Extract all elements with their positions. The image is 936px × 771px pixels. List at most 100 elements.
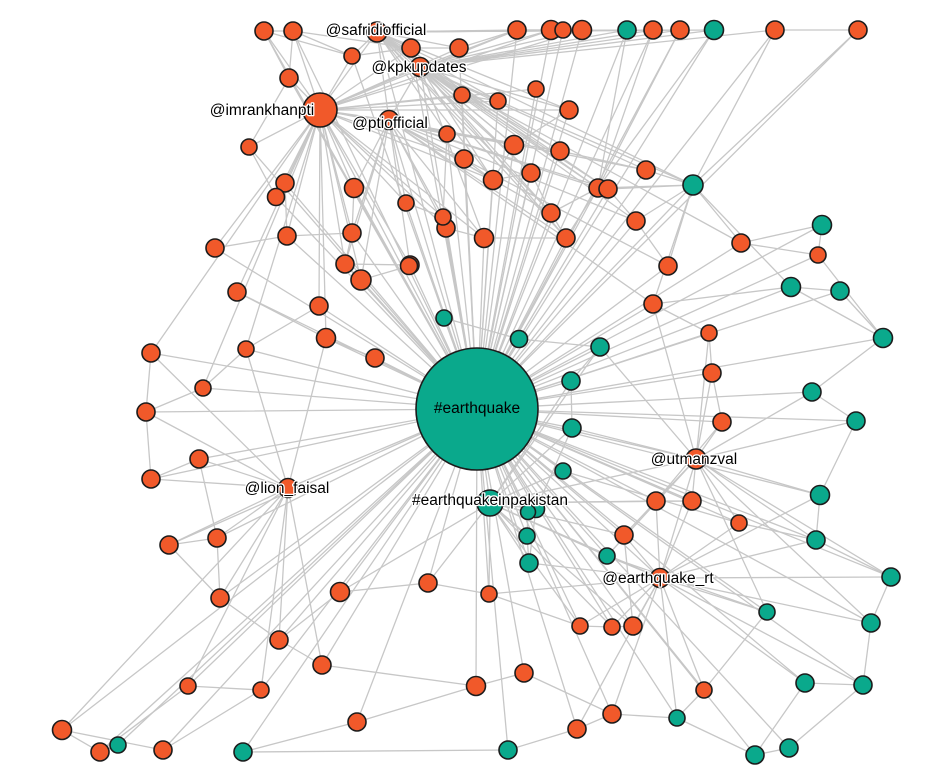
graph-node[interactable] [453,86,471,104]
graph-node[interactable] [541,203,561,223]
graph-node[interactable] [765,20,785,40]
graph-node[interactable] [614,525,634,545]
graph-node[interactable] [252,681,270,699]
graph-node[interactable] [335,254,355,274]
graph-node[interactable] [730,514,748,532]
graph-node[interactable] [527,80,545,98]
graph-node[interactable] [498,740,518,760]
graph-node[interactable] [853,675,873,695]
graph-node[interactable] [51,719,73,741]
graph-node[interactable] [590,337,610,357]
graph-node[interactable] [518,527,536,545]
graph-node[interactable] [503,134,525,156]
graph-node[interactable] [509,329,529,349]
graph-node[interactable] [830,281,850,301]
graph-node[interactable] [603,618,621,636]
graph-node[interactable] [90,742,110,762]
graph-node[interactable] [602,704,622,724]
graph-node[interactable] [643,294,663,314]
graph-node[interactable] [646,491,666,511]
graph-node[interactable] [567,719,587,739]
graph-node[interactable] [254,21,274,41]
graph-node[interactable] [266,187,286,207]
graph-node[interactable] [758,603,776,621]
graph-node[interactable] [194,379,212,397]
graph-node[interactable] [700,324,718,342]
graph-node[interactable] [480,585,498,603]
graph-node[interactable] [205,238,225,258]
graph-node[interactable] [712,412,732,432]
graph-node[interactable] [153,740,173,760]
graph-node[interactable] [561,371,581,391]
graph-node[interactable] [550,141,570,161]
graph-node[interactable] [109,736,127,754]
graph-node[interactable] [312,655,332,675]
graph-node[interactable] [703,19,725,41]
graph-node[interactable] [365,348,385,368]
graph-node[interactable] [682,491,702,511]
graph-node[interactable] [811,214,833,236]
graph-node-utmanzval[interactable] [685,448,707,470]
graph-node[interactable] [626,211,646,231]
graph-node-earthquakert[interactable] [649,567,671,589]
graph-node[interactable] [806,530,826,550]
graph-node[interactable] [309,296,329,316]
graph-node[interactable] [434,208,452,226]
graph-node[interactable] [556,228,576,248]
graph-node[interactable] [438,125,456,143]
graph-node[interactable] [342,223,362,243]
graph-node[interactable] [482,169,504,191]
graph-node[interactable] [702,363,722,383]
graph-node[interactable] [465,675,487,697]
graph-node[interactable] [489,92,507,110]
graph-node[interactable] [347,712,367,732]
graph-node[interactable] [519,553,539,573]
graph-node[interactable] [159,535,179,555]
graph-node-imrankhanpti[interactable] [302,92,338,128]
graph-node[interactable] [521,163,541,183]
graph-node[interactable] [435,309,453,327]
graph-node[interactable] [401,38,421,58]
graph-node[interactable] [658,256,678,276]
graph-node[interactable] [598,547,616,565]
graph-node[interactable] [682,174,704,196]
graph-node[interactable] [745,745,765,765]
graph-node[interactable] [670,20,690,40]
graph-node[interactable] [449,38,469,58]
graph-node[interactable] [519,503,537,521]
graph-node[interactable] [571,19,593,41]
graph-node[interactable] [848,20,868,40]
graph-node-earthquakeinpakistan[interactable] [476,489,504,517]
graph-node[interactable] [418,573,438,593]
graph-node[interactable] [207,528,227,548]
graph-node[interactable] [343,47,361,65]
graph-node-earthquake[interactable] [415,347,539,471]
graph-node-safridiofficial[interactable] [366,21,388,43]
graph-node[interactable] [240,138,258,156]
graph-node[interactable] [554,21,572,39]
graph-node[interactable] [617,20,637,40]
graph-node-kpkupdates[interactable] [409,56,431,78]
graph-node[interactable] [343,177,365,199]
graph-node[interactable] [643,20,663,40]
graph-node[interactable] [795,673,815,693]
graph-node[interactable] [809,246,827,264]
graph-node[interactable] [329,581,351,603]
graph-node[interactable] [277,226,297,246]
graph-node[interactable] [809,484,831,506]
graph-node[interactable] [514,663,534,683]
graph-node[interactable] [872,327,894,349]
graph-node[interactable] [846,411,866,431]
graph-node[interactable] [802,382,822,402]
graph-node[interactable] [136,402,156,422]
graph-node[interactable] [623,616,643,636]
graph-node[interactable] [731,233,751,253]
graph-node[interactable] [562,418,582,438]
graph-node[interactable] [473,227,495,249]
graph-node[interactable] [279,68,299,88]
graph-node[interactable] [571,617,589,635]
graph-node[interactable] [237,340,255,358]
graph-node[interactable] [507,20,527,40]
graph-node[interactable] [397,194,415,212]
graph-node[interactable] [559,100,579,120]
